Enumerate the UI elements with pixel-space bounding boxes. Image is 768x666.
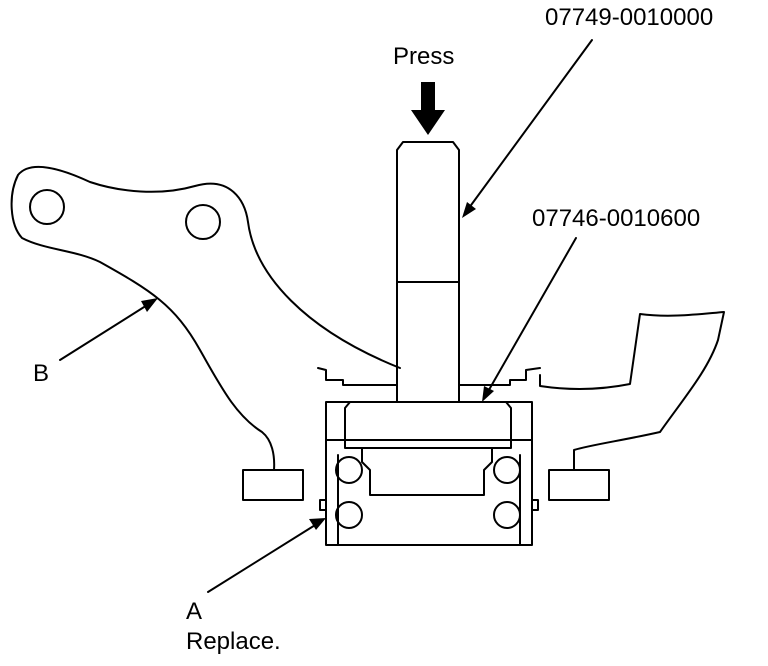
mount-tab-right — [548, 469, 610, 501]
arrowhead-a — [309, 518, 326, 530]
replace-note: Replace. — [186, 628, 281, 655]
press-label: Press — [393, 43, 455, 70]
bearing-ball-lower-right — [493, 501, 521, 529]
arrowhead-tool-lower — [482, 386, 494, 402]
callout-a-label: A — [186, 598, 203, 625]
arm-hole-right — [185, 204, 221, 240]
hub-boss — [361, 447, 493, 496]
press-arrow-icon — [411, 82, 445, 135]
tool-lower-label: 07746-0010600 — [532, 205, 701, 232]
bearing-ball-lower-left — [335, 501, 363, 529]
leader-a — [207, 521, 321, 593]
bearing-housing-outline — [325, 401, 533, 546]
callout-b-label: B — [33, 360, 50, 387]
tool-upper-label: 07749-0010000 — [545, 4, 714, 31]
knuckle-flange-top — [317, 367, 541, 386]
knuckle-arm-outline — [10, 165, 401, 471]
bearing-inner-step — [325, 439, 533, 546]
bearing-ball-upper-left — [335, 456, 363, 484]
press-tool-shaft — [396, 141, 460, 403]
leader-b — [59, 301, 153, 361]
mount-tab-left — [242, 469, 304, 501]
arrowhead-tool-upper — [462, 202, 476, 218]
leader-tool-upper — [465, 39, 593, 213]
bearing-ball-upper-right — [493, 456, 521, 484]
knuckle-body-outline — [539, 311, 725, 471]
leader-tool-lower — [485, 237, 577, 396]
arrowhead-b — [141, 298, 158, 312]
housing-small-steps — [319, 499, 539, 511]
arm-hole-left — [29, 189, 65, 225]
support-tool — [344, 401, 512, 441]
